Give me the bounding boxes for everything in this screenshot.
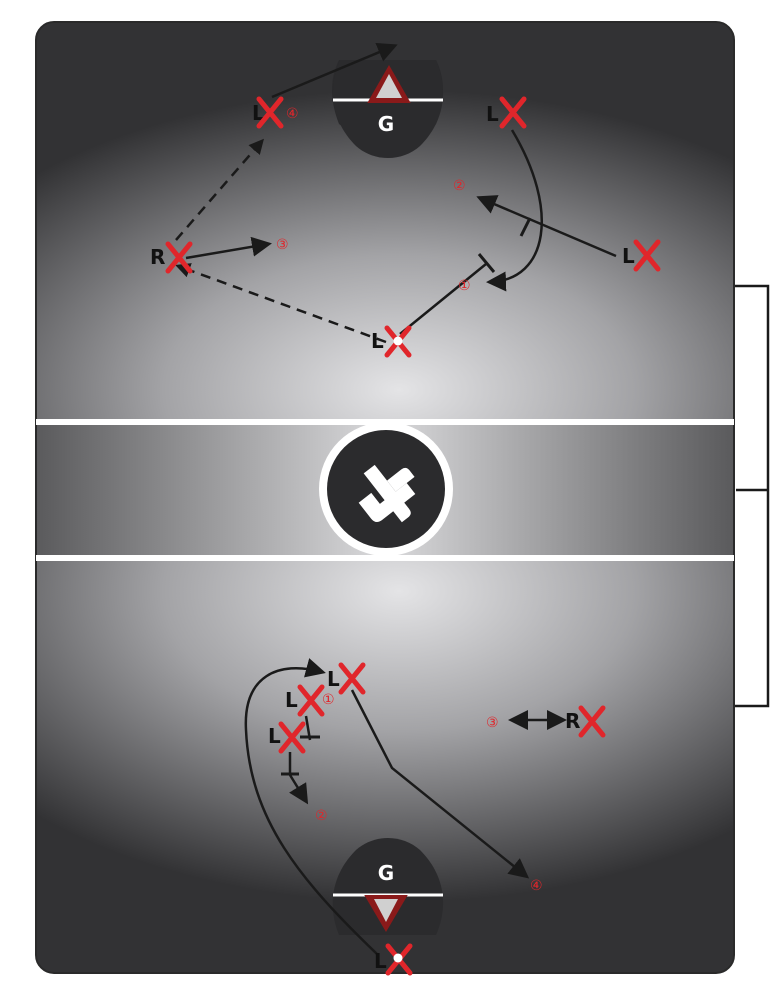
marker-top-1: ① — [458, 278, 471, 294]
goal-crease-bottom: G — [332, 838, 444, 935]
player-bottom-l-low: L — [268, 721, 306, 754]
marker-top-2: ② — [453, 178, 466, 194]
ball-icon — [393, 336, 403, 346]
svg-text:L: L — [374, 949, 387, 973]
player-bottom-l1: L ① — [285, 684, 335, 717]
svg-text:L: L — [327, 667, 340, 691]
bottom-play-paths — [244, 658, 567, 955]
lacrosse-logo-icon — [319, 422, 453, 556]
player-top-l-right-crease: L — [486, 96, 527, 129]
marker-bottom-2: ② — [315, 808, 328, 824]
marker-bottom-3: ③ — [486, 715, 499, 731]
marker-top-3: ③ — [276, 237, 289, 253]
player-top-l-wing: L — [622, 239, 661, 272]
goal-crease-top: G — [332, 60, 444, 158]
svg-text:R: R — [150, 245, 165, 269]
player-bottom-l-top: L — [327, 662, 366, 695]
bracket — [735, 284, 770, 708]
goalie-label-bottom: G — [378, 861, 394, 885]
svg-text:R: R — [565, 709, 580, 733]
svg-text:L: L — [268, 724, 281, 748]
player-top-l-ball: L — [371, 325, 412, 358]
player-bottom-r: R — [565, 705, 606, 738]
ball-icon — [393, 953, 403, 963]
player-bottom-l-ball: L — [374, 943, 413, 976]
svg-text:④: ④ — [286, 106, 299, 122]
svg-text:L: L — [371, 329, 384, 353]
marker-bottom-4: ④ — [530, 878, 543, 894]
player-top-r: R — [150, 241, 193, 274]
svg-text:L: L — [285, 688, 298, 712]
svg-text:①: ① — [322, 692, 335, 708]
goalie-label: G — [378, 112, 394, 136]
top-play-paths — [175, 42, 617, 344]
svg-text:L: L — [486, 102, 499, 126]
svg-text:L: L — [622, 244, 635, 268]
player-top-l4: L ④ — [252, 96, 299, 129]
